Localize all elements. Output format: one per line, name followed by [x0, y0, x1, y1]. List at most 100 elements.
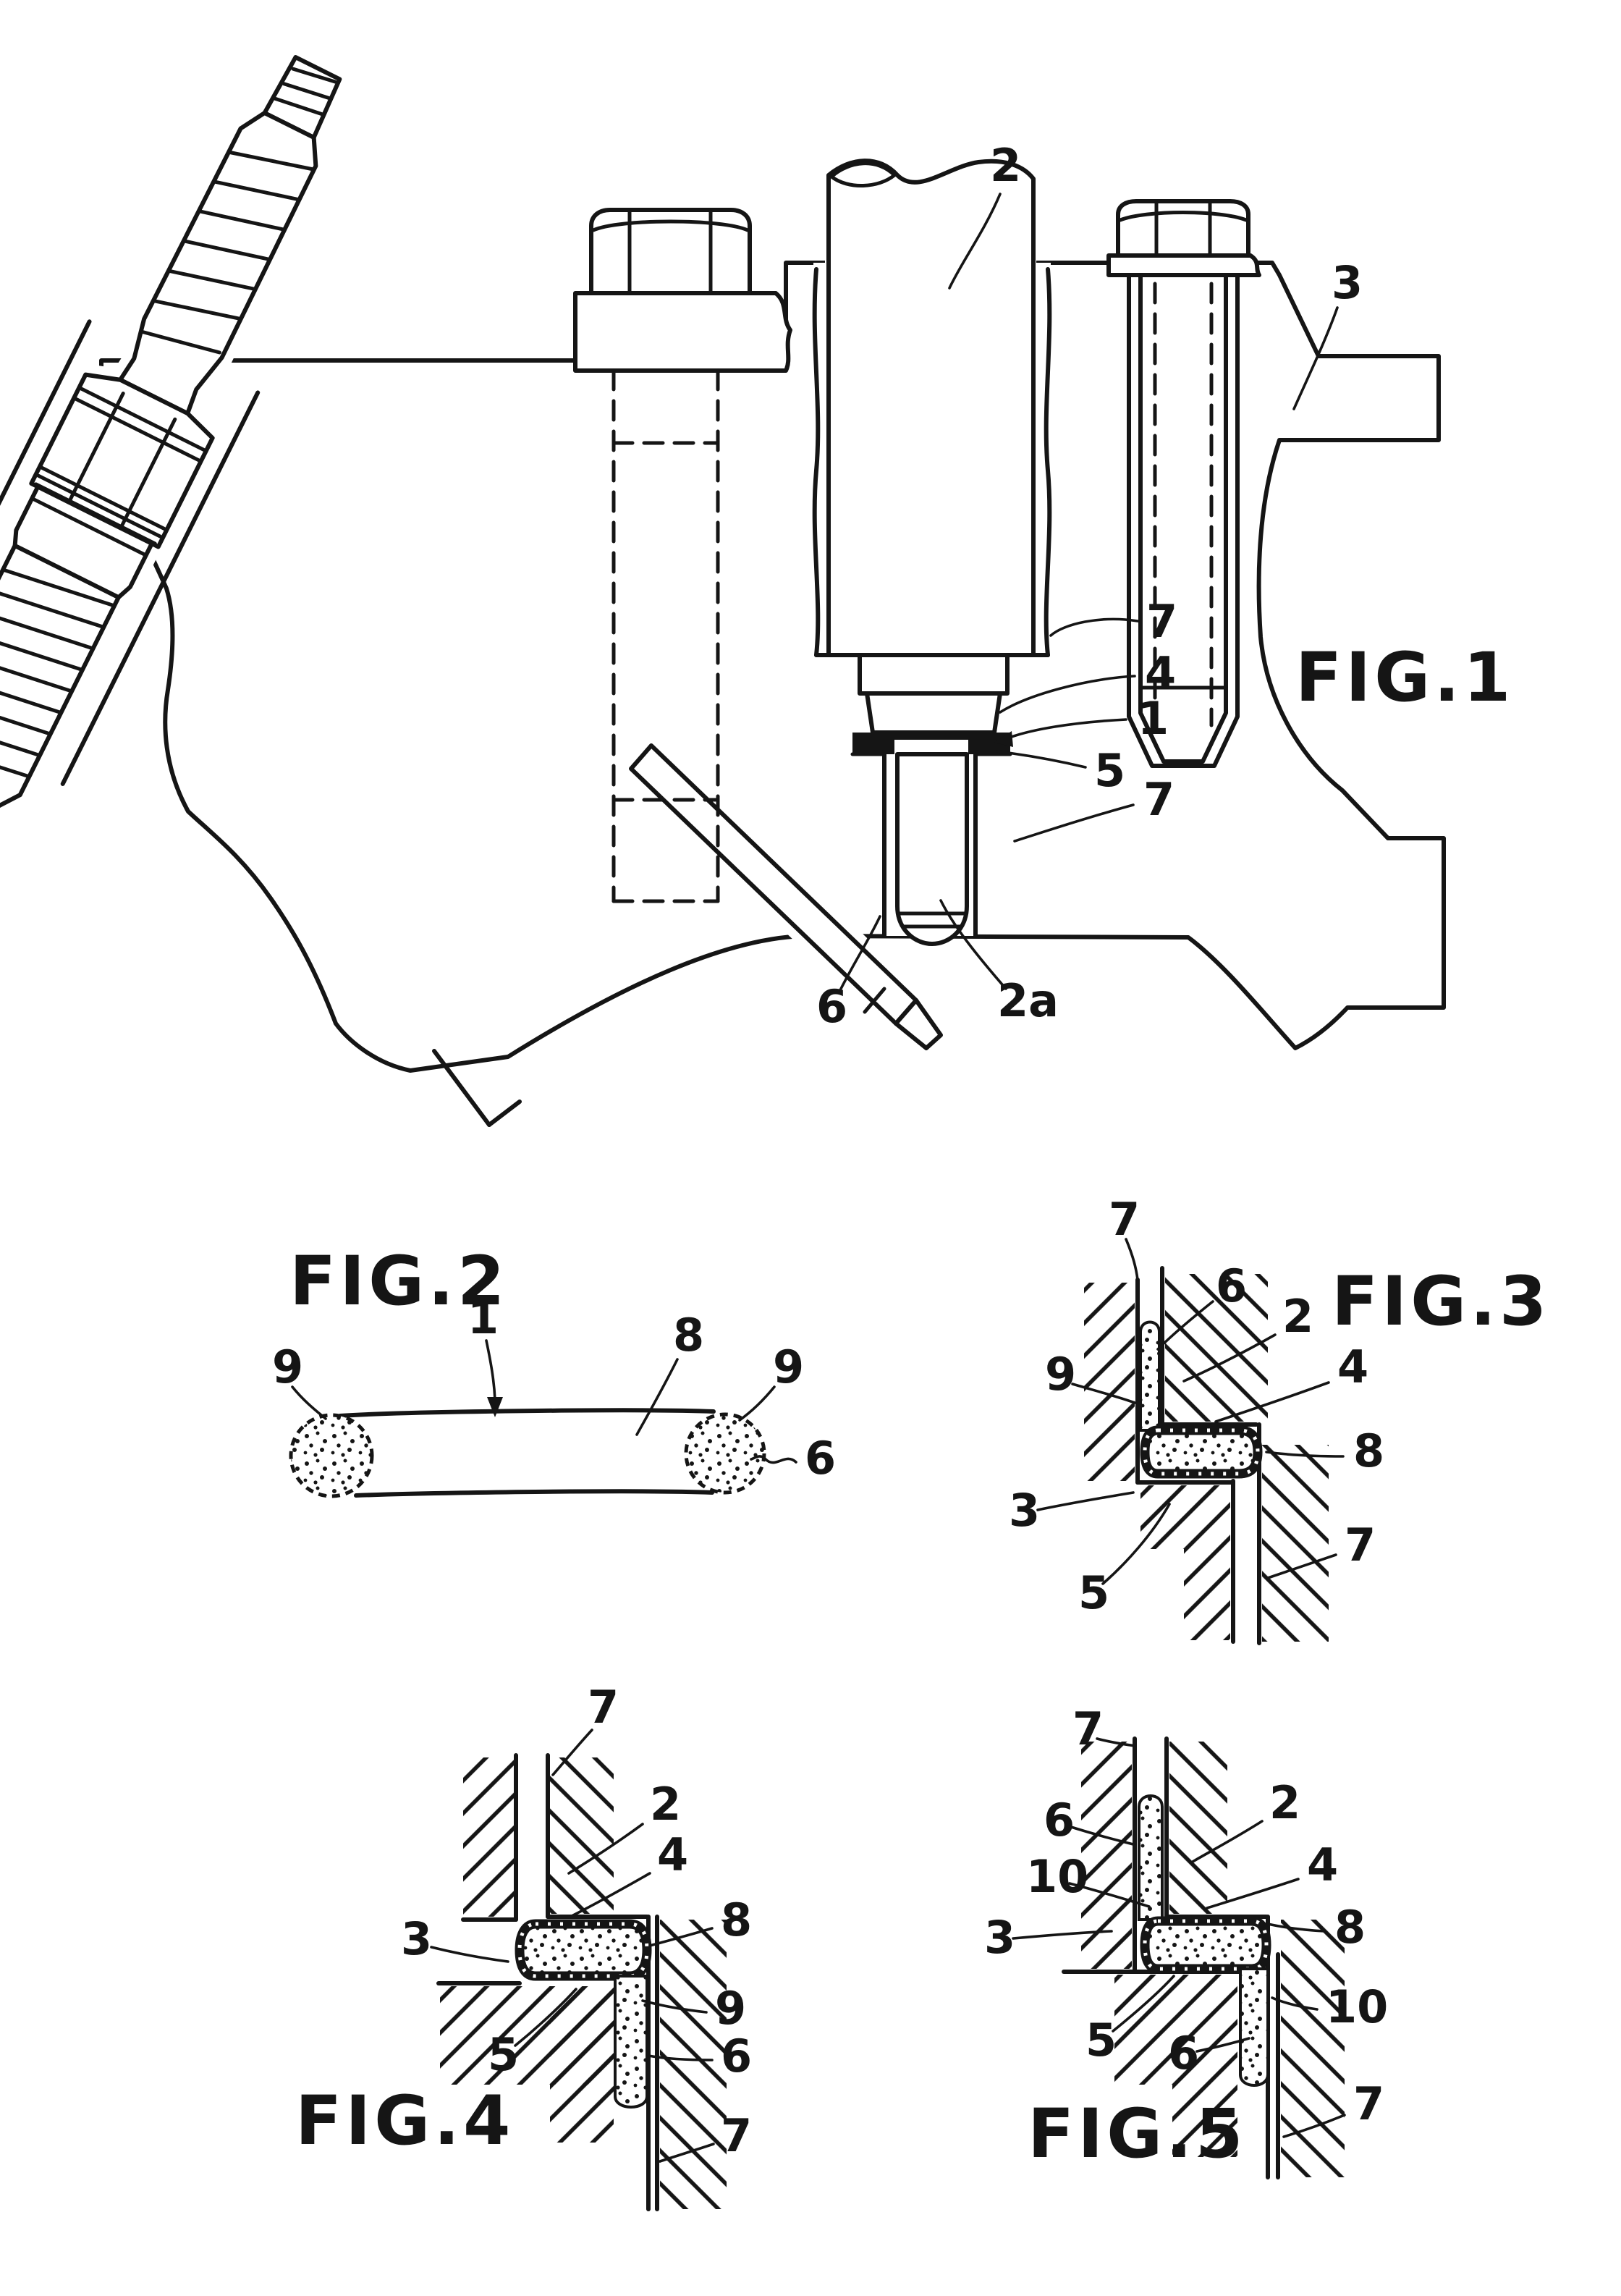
fig1-callout-7a: 7 [1146, 595, 1177, 648]
fig5-callout-10a: 10 [1026, 1850, 1088, 1903]
fig1-right-bolt-head [1116, 199, 1250, 258]
fig5-seal-strip-upper [1138, 1794, 1164, 1921]
fig1-injector-body [826, 159, 1036, 657]
fig3-hatch-below-left [1140, 1485, 1230, 1549]
fig5-callout-7b: 7 [1353, 2077, 1384, 2130]
fig5-callout-8: 8 [1334, 1901, 1366, 1954]
fig4-callout-2: 2 [650, 1778, 681, 1831]
fig2-title: FIG.2 [289, 1242, 508, 1321]
fig4-group: 7 2 4 3 8 5 9 6 7 FIG.4 [295, 1681, 752, 2211]
fig1-group: 2 3 7 4 1 5 7 6 2a FIG.1 [0, 46, 1514, 1127]
fig1-left-bolt-hidden-lines [611, 368, 720, 903]
fig4-callout-7a: 7 [588, 1681, 619, 1734]
fig2-callout-8: 8 [673, 1309, 704, 1362]
fig3-callout-2: 2 [1282, 1290, 1313, 1343]
fig2-ring-body [340, 1411, 714, 1495]
fig4-seal-bulb [515, 1919, 652, 1981]
fig1-spark-plug [0, 46, 351, 826]
fig4-callout-4: 4 [657, 1828, 688, 1881]
fig1-sleeve-bore-left-line [812, 267, 821, 657]
fig2-ring-bottom-line [354, 1489, 714, 1498]
fig5-group: 7 6 10 3 2 4 8 10 5 6 7 FIG.5 [984, 1702, 1388, 2179]
fig1-plug-well-left [0, 319, 92, 762]
fig1-callout-4: 4 [1145, 647, 1176, 700]
fig1-callout-2a: 2a [997, 974, 1059, 1027]
fig4-callout-7b: 7 [721, 2109, 752, 2162]
fig5-callout-10b: 10 [1326, 1980, 1388, 2033]
fig4-hatch-strip-left [550, 1986, 614, 2143]
fig1-seal-ring-right-block [968, 733, 1010, 754]
fig5-callout-2: 2 [1269, 1776, 1300, 1829]
fig1-leaders [838, 193, 1339, 993]
fig5-callout-3: 3 [984, 1911, 1015, 1964]
fig1-callout-5: 5 [1094, 744, 1125, 797]
fig1-plug-bore-exit2 [487, 1100, 522, 1127]
fig3-callout-7a: 7 [1109, 1193, 1140, 1246]
fig4-seal-bulb-rim-dots [517, 1922, 649, 1978]
fig1-injector-lower-bodyB [865, 691, 1002, 735]
fig4-leaders [430, 1729, 715, 2163]
fig3-seal-bulb [1140, 1425, 1263, 1479]
fig4-seal-strip [614, 1975, 648, 2109]
fig2-callout-9r: 9 [773, 1341, 804, 1393]
fig1-plug-bore-exit1 [432, 1049, 491, 1127]
fig1-seal-ring-left-block [852, 733, 894, 754]
fig3-leaders [1036, 1238, 1345, 1585]
fig3-seal-strip [1139, 1320, 1161, 1432]
fig5-callout-7a: 7 [1072, 1702, 1104, 1755]
fig1-callout-7b: 7 [1143, 773, 1175, 826]
fig1-injector-top-cut-hatch [829, 161, 897, 187]
fig3-group: 7 6 2 9 4 8 3 5 7 FIG.3 [1009, 1193, 1546, 1645]
fig5-hatch-strip-left [1172, 2085, 1237, 2157]
fig2-callout-1: 1 [467, 1291, 499, 1344]
fig5-seal-bulb [1140, 1916, 1271, 1974]
fig4-callout-3: 3 [401, 1912, 432, 1965]
fig3-callout-7b: 7 [1345, 1519, 1376, 1571]
fig4-callout-5: 5 [488, 2028, 519, 2081]
fig3-callout-8: 8 [1353, 1425, 1384, 1477]
fig3-seal-bulb-rim-dots [1143, 1428, 1260, 1476]
fig2-ring-end-left [289, 1413, 374, 1498]
fig3-callout-4: 4 [1337, 1341, 1368, 1393]
fig5-seal-bulb-rim-dots [1143, 1919, 1269, 1971]
fig5-hatch-rod-right [1281, 1920, 1345, 2177]
fig4-callout-8: 8 [721, 1894, 752, 1946]
fig1-callout-3: 3 [1332, 256, 1363, 309]
fig4-hatch-right-wall [550, 1757, 614, 1914]
fig2-leaders [291, 1339, 797, 1464]
fig1-right-bolt-arch [1118, 211, 1248, 222]
fig1-left-bolt-washer [573, 291, 792, 373]
fig5-callout-4: 4 [1307, 1839, 1338, 1891]
fig2-callout-9l: 9 [272, 1341, 303, 1393]
fig3-callout-9: 9 [1045, 1348, 1076, 1401]
fig1-cylinder-head-section [99, 261, 1446, 1073]
fig3-callout-3: 3 [1009, 1484, 1040, 1537]
fig4-hatch-left-wall [463, 1757, 514, 1917]
fig5-hatch-right-wall [1169, 1742, 1227, 1914]
fig1-plug-well-right [60, 390, 261, 786]
fig4-hatch-rod-right [660, 1920, 727, 2209]
fig1-sleeve-bore-right-line [1044, 267, 1052, 657]
fig1-left-bolt-arch [591, 219, 750, 232]
fig1-right-bolt-washer [1106, 253, 1261, 277]
fig2-group: FIG.2 1 9 8 9 6 [272, 1242, 836, 1498]
fig3-hatch-left-wall [1084, 1283, 1135, 1481]
plug-threads [0, 543, 121, 817]
fig4-callout-9: 9 [715, 1982, 746, 2035]
fig1-clamp-strap-line [863, 987, 886, 1014]
fig5-seal-strip-lower [1239, 1967, 1269, 2087]
fig5-hatch-left-wall [1081, 1742, 1132, 1969]
fig5-title: FIG.5 [1028, 2095, 1246, 2174]
fig5-callout-5: 5 [1085, 2014, 1117, 2067]
fig1-clamp-strap-foot [894, 998, 943, 1050]
fig3-hatch-rod-left [1184, 1549, 1230, 1640]
fig5-hatch-below-base [1114, 1975, 1237, 2085]
fig1-injector-lower-bodyA [858, 653, 1010, 696]
fig1-title: FIG.1 [1295, 638, 1514, 717]
fig1-clamp-strap-outline [629, 743, 918, 1026]
fig1-injector-nozzle [895, 752, 969, 946]
fig5-leaders [1012, 1737, 1346, 2138]
fig3-hatch-rod-right [1262, 1445, 1329, 1642]
